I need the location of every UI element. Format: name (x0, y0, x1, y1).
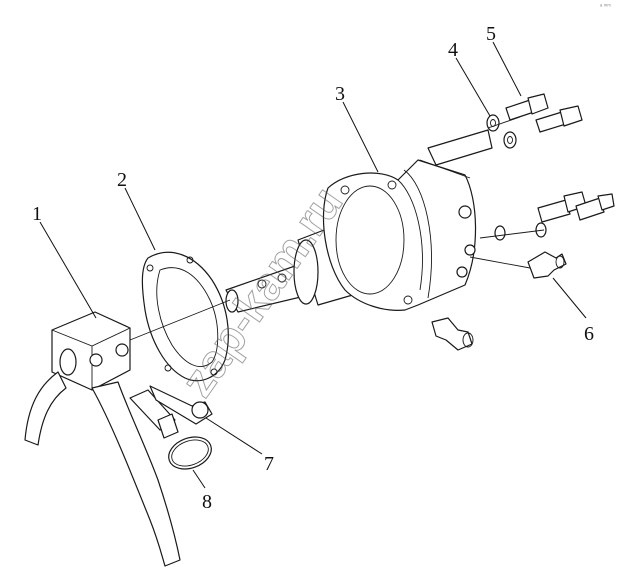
callout-leaders (39, 41, 587, 489)
elbow-fitting-part-6 (527, 251, 567, 279)
leader-7 (205, 417, 263, 455)
leader-6 (552, 277, 587, 319)
bolt-part-5 (505, 93, 583, 133)
callout-4: 4 (448, 39, 458, 61)
callout-5: 5 (486, 23, 496, 45)
leader-5 (492, 41, 522, 97)
callout-6: 6 (584, 323, 594, 345)
callout-2: 2 (117, 169, 127, 191)
plug-part-7 (129, 385, 213, 439)
gasket-part-2 (141, 251, 229, 382)
shift-cylinder-part-3 (225, 129, 493, 351)
leader-3 (342, 101, 379, 173)
callout-labels: 1 2 3 4 5 6 7 8 (32, 23, 594, 513)
callout-1: 1 (32, 203, 42, 225)
leader-4 (455, 57, 491, 117)
leader-8 (192, 469, 206, 489)
callout-8: 8 (202, 491, 212, 513)
callout-7: 7 (264, 453, 274, 475)
leader-1 (39, 221, 97, 319)
o-ring-part-8 (168, 436, 212, 470)
corner-mark: ᵃ ᵐᵐ (600, 4, 611, 10)
assembly-axis-lines (129, 116, 545, 341)
shift-fork-part-1 (24, 311, 181, 567)
side-bolts-and-washers (494, 191, 615, 241)
callout-3: 3 (335, 83, 345, 105)
leader-2 (124, 187, 156, 251)
washer-part-4 (486, 114, 517, 149)
